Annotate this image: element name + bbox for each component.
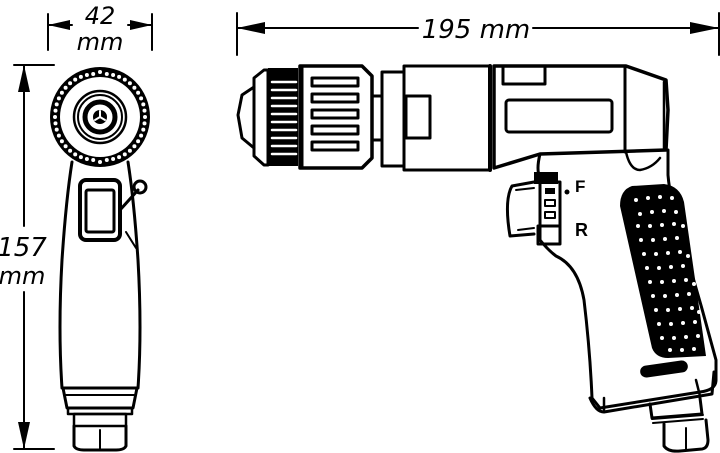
length-dimension [236, 12, 720, 56]
width-dimension [47, 13, 153, 51]
reverse-label: R [575, 220, 588, 240]
front-view [50, 67, 150, 452]
grip-texture [634, 195, 701, 352]
chuck-slots [310, 76, 360, 152]
side-view [236, 64, 718, 453]
height-value: 157 [0, 233, 47, 263]
width-unit: mm [77, 28, 124, 56]
width-value: 42 [85, 2, 116, 30]
length-label: 195 mm [422, 15, 531, 45]
height-unit: mm [0, 262, 45, 290]
chuck-knurl [270, 80, 298, 156]
knurl-dots [53, 70, 147, 164]
jaw-symbol [94, 110, 106, 121]
forward-label: F [575, 177, 585, 196]
height-dimension [13, 64, 55, 450]
